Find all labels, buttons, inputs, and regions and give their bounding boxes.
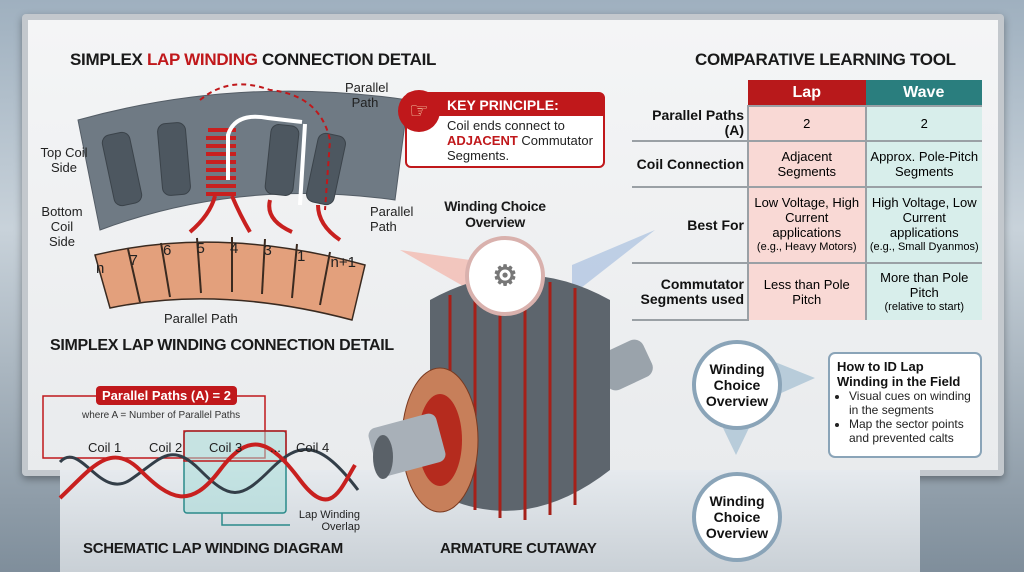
cell-wave: Approx. Pole-Pitch Segments	[865, 141, 982, 188]
bullet-item: Map the sector points and prevented calt…	[849, 417, 973, 445]
connection-detail-caption: SIMPLEX LAP WINDING CONNECTION DETAIL	[50, 337, 394, 354]
segment-label: 7	[129, 252, 138, 269]
overview-title: Winding Choice Overview	[444, 198, 546, 230]
red-beam	[400, 250, 470, 290]
cell-wave: 2	[865, 106, 982, 142]
cell-lap: Adjacent Segments	[747, 141, 867, 188]
coil-label: Coil 1	[88, 440, 122, 455]
segment-label: 1	[297, 248, 306, 265]
overlap-leader	[221, 513, 290, 526]
how-to-id-box: How to ID Lap Winding in the Field Visua…	[828, 352, 982, 458]
segment-numbers: n 7 6 5 4 3 1 n+1	[96, 240, 356, 277]
coil-wave-dark	[58, 448, 360, 494]
bullet-item: Visual cues on winding in the segments	[849, 389, 973, 417]
header-wave: Wave	[865, 80, 982, 107]
row-label: Coil Connection	[632, 141, 748, 188]
header-lap: Lap	[748, 80, 866, 107]
overlap-label: Lap Winding Overlap	[298, 509, 360, 533]
label-bottom-coil-side: Bottom Coil Side	[41, 204, 83, 249]
commutator-segments	[94, 241, 366, 321]
coil-label: Coil 2	[149, 440, 183, 455]
label-top-coil-side: Top Coil Side	[40, 145, 88, 175]
flow-circle-2: Winding Choice Overview	[692, 472, 782, 562]
current-flow-arrow	[226, 114, 307, 206]
segment-label: 4	[230, 240, 239, 257]
label-parallel-path-right: Parallel Path	[370, 204, 414, 234]
key-principle-title: KEY PRINCIPLE:	[407, 94, 603, 116]
stator-slots	[101, 122, 346, 207]
schematic-caption: SCHEMATIC LAP WINDING DIAGRAM	[83, 540, 343, 557]
connection-detail-title: SIMPLEX LAP WINDING CONNECTION DETAIL	[70, 50, 437, 69]
armature-caption: ARMATURE CUTAWAY	[440, 540, 597, 557]
armature-thumbnail: ⚙	[465, 236, 545, 316]
table-title: COMPARATIVE LEARNING TOOL	[695, 50, 956, 69]
label-parallel-path-top: Parallel Path	[345, 80, 389, 110]
segment-label: 3	[263, 242, 272, 259]
coil-winding	[188, 128, 342, 242]
coil-wave-red	[58, 442, 357, 502]
armature-icon: ⚙	[492, 260, 518, 291]
segment-label: n+1	[330, 254, 356, 271]
parallel-path-dashed	[199, 83, 332, 211]
row-label: Best For	[632, 187, 748, 264]
cell-lap: Less than Pole Pitch	[747, 263, 867, 320]
cell-lap: 2	[747, 106, 867, 142]
coil-label: Coil 3	[209, 440, 243, 455]
flow-circle-1: Winding Choice Overview	[692, 340, 782, 430]
coil-label: Coil 4	[296, 440, 330, 455]
formula-badge: Parallel Paths (A) = 2	[96, 386, 237, 405]
segment-label: 5	[196, 240, 205, 257]
cell-lap: Low Voltage, High Current applications(e…	[747, 187, 867, 264]
row-label: Parallel Paths (A)	[632, 106, 748, 142]
coil3-bracket	[183, 430, 287, 462]
label-parallel-path-bottom: Parallel Path	[164, 311, 238, 326]
armature-illustration	[368, 275, 653, 520]
segment-label: n	[96, 260, 105, 277]
formula-where: where A = Number of Parallel Paths	[82, 410, 241, 421]
pointing-hand-icon: ☞	[398, 90, 440, 132]
coil-label: ...	[270, 440, 281, 455]
how-to-id-title: How to ID Lap Winding in the Field	[837, 359, 961, 389]
segment-dividers	[127, 237, 331, 306]
cell-wave: High Voltage, Low Current applications(e…	[865, 187, 982, 264]
row-label: Commutator Segments used	[632, 263, 748, 321]
key-principle-text: Coil ends connect to ADJACENT Commutator…	[447, 118, 593, 163]
cell-wave: More than Pole Pitch(relative to start)	[865, 263, 982, 320]
segment-label: 6	[163, 242, 172, 259]
